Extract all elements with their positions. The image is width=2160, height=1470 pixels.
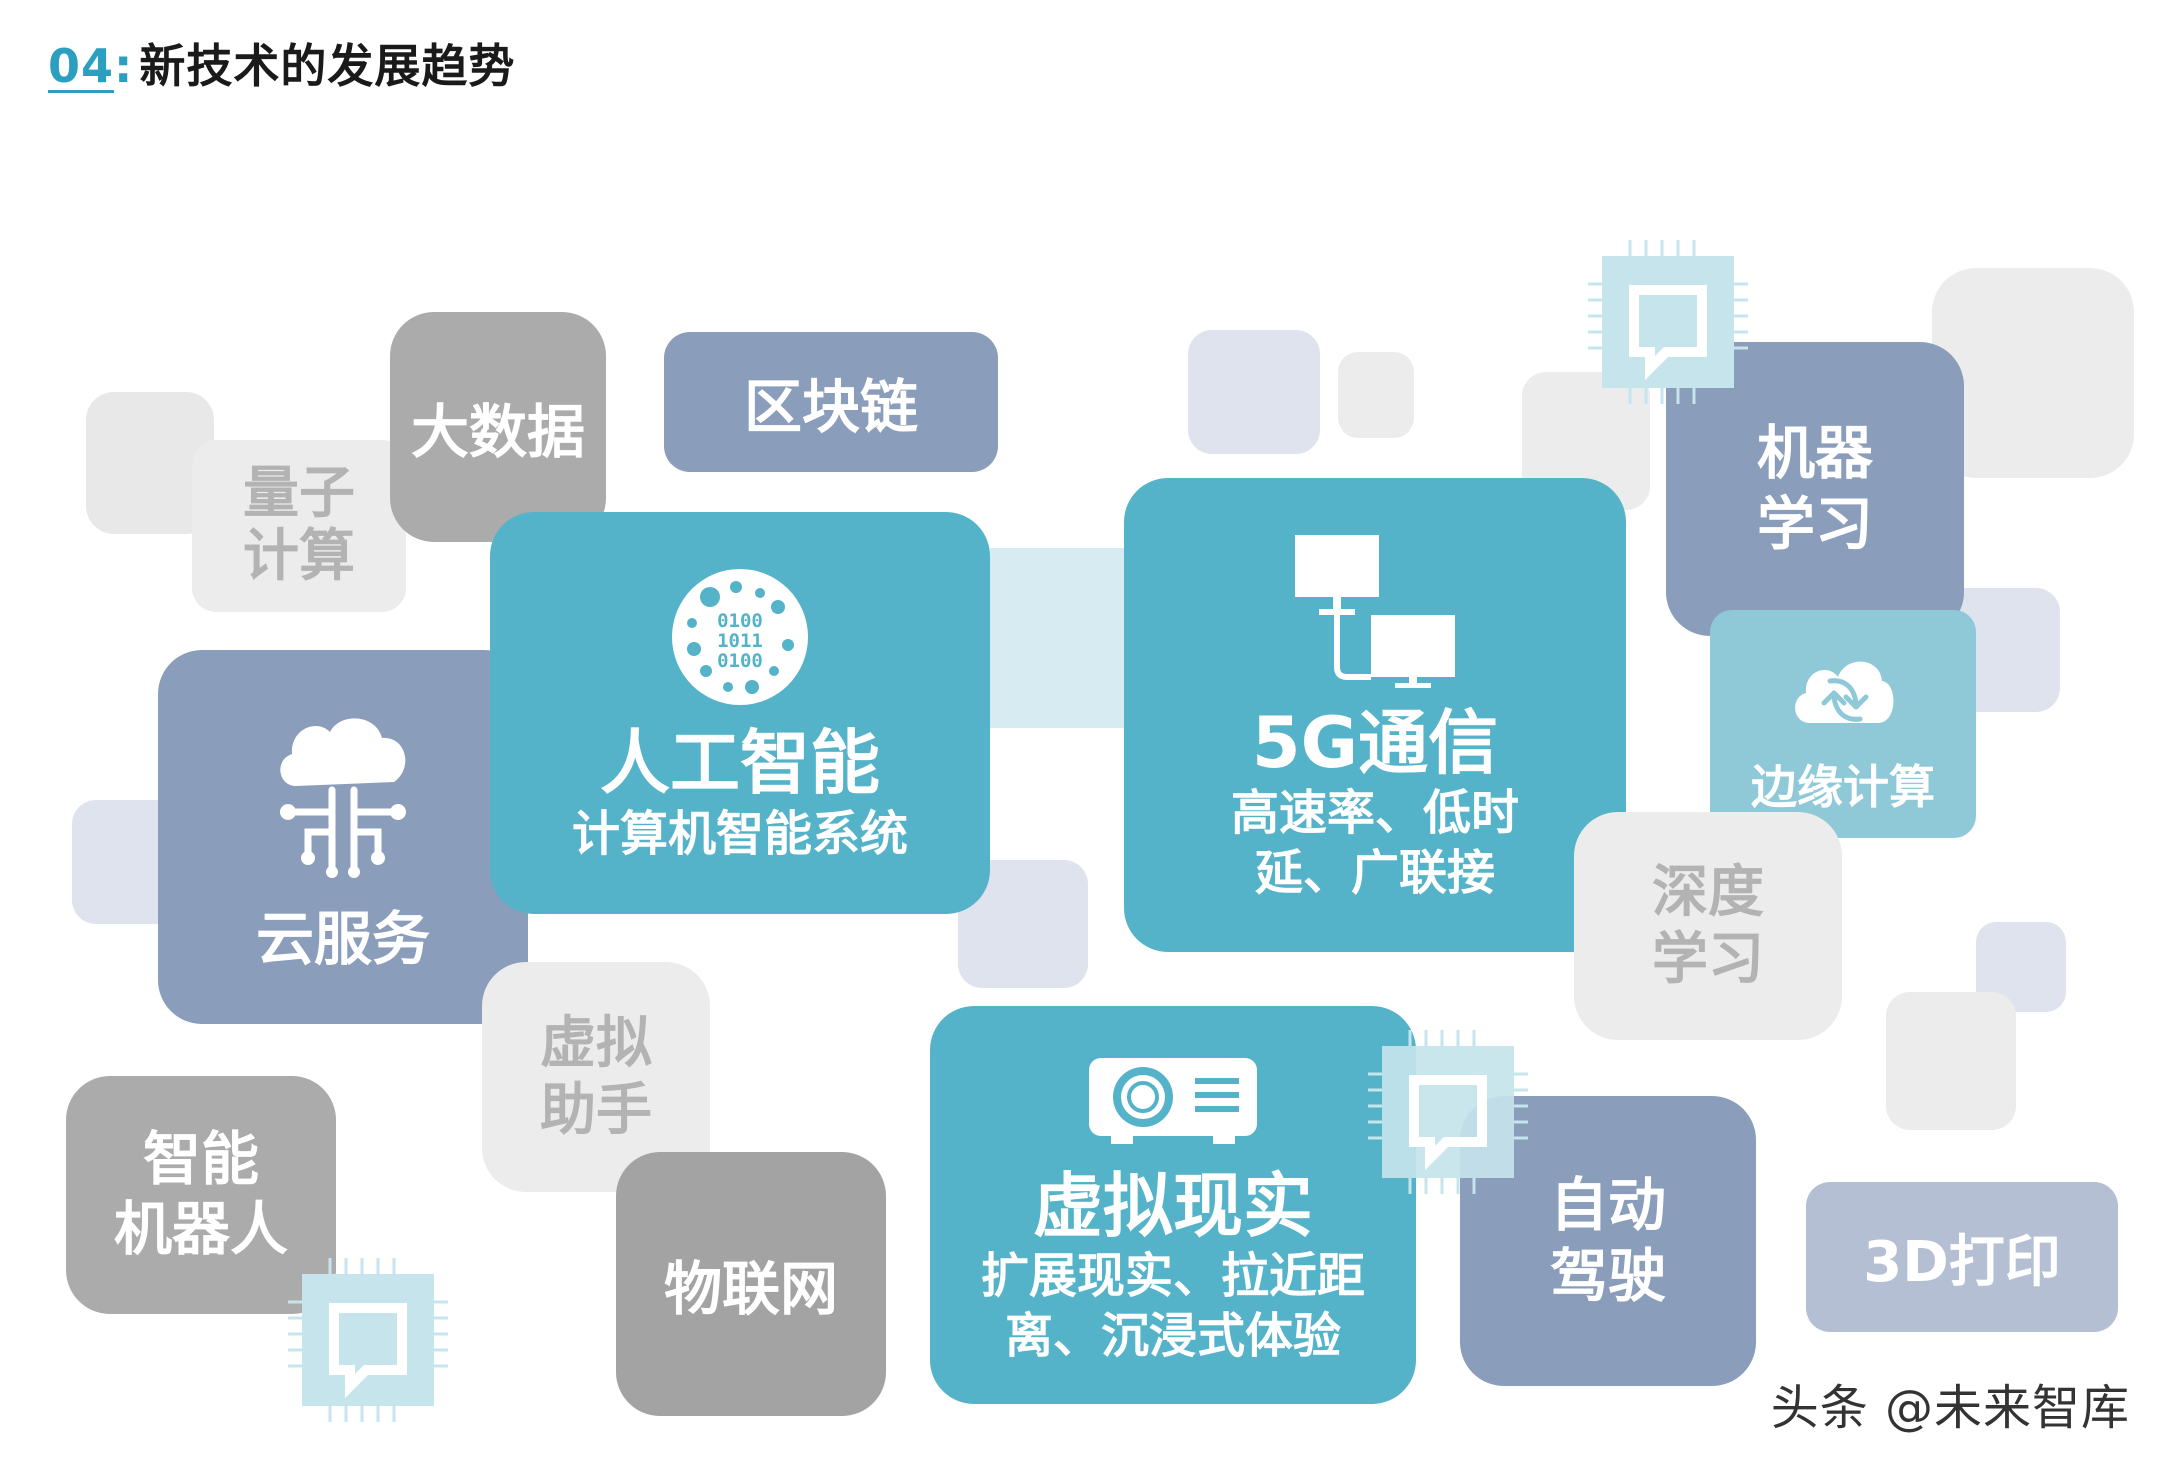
deep-learning-line2: 学习 <box>1652 927 1764 992</box>
cloud-service-label: 云服务 <box>255 905 430 973</box>
decor-tile <box>1886 992 2016 1130</box>
vr-subtitle-line1: 扩展现实、拉近距 <box>980 1248 1365 1305</box>
ai-title: 人工智能 <box>600 721 880 804</box>
binary-circle-icon: 0100 1011 0100 <box>672 568 808 705</box>
decor-tile <box>1338 352 1414 438</box>
ai-subtitle: 计算机智能系统 <box>571 806 908 863</box>
big-data-box: 大数据 <box>390 312 606 542</box>
section-colon: : <box>114 39 134 93</box>
svg-text:0100: 0100 <box>717 610 763 632</box>
cloud-sync-icon <box>1795 661 1894 723</box>
vr-title: 虚拟现实 <box>1033 1164 1313 1247</box>
machine-learning-box: 机器 学习 <box>1666 342 1964 636</box>
5g-box: 5G通信 高速率、低时 延、广联接 <box>1124 478 1626 952</box>
3d-printing-label: 3D打印 <box>1863 1229 2061 1295</box>
ml-label-line2: 学习 <box>1756 490 1873 558</box>
smart-robot-box: 智能 机器人 <box>66 1076 336 1314</box>
decor-tile <box>1932 268 2134 478</box>
cloud-service-box: 云服务 <box>158 650 528 1024</box>
vr-subtitle-line2: 离、沉浸式体验 <box>1004 1308 1341 1365</box>
ml-label-line1: 机器 <box>1756 419 1873 488</box>
quantum-computing-box: 量子 计算 <box>192 440 406 612</box>
iot-label: 物联网 <box>663 1255 838 1323</box>
decor-tile <box>1188 330 1320 454</box>
quantum-label-line1: 量子 <box>243 461 355 527</box>
projector-icon <box>1089 1057 1257 1144</box>
big-data-label: 大数据 <box>410 398 585 466</box>
3d-printing-box: 3D打印 <box>1806 1182 2118 1332</box>
chip-icon <box>1588 240 1748 404</box>
section-number: 04 <box>48 39 115 93</box>
5g-title: 5G通信 <box>1251 701 1499 784</box>
ai-box: 0100 1011 0100 人工智能 计算机智能系统 <box>490 512 990 914</box>
blockchain-box: 区块链 <box>664 332 998 472</box>
deep-learning-line1: 深度 <box>1652 859 1764 925</box>
svg-text:0100: 0100 <box>717 650 763 672</box>
vr-box: 虚拟现实 扩展现实、拉近距 离、沉浸式体验 <box>930 1006 1416 1404</box>
network-icon <box>1295 534 1455 688</box>
quantum-label-line2: 计算 <box>243 524 355 589</box>
assistant-line1: 虚拟 <box>540 1010 652 1076</box>
robot-line1: 智能 <box>142 1125 259 1194</box>
autodrive-line1: 自动 <box>1549 1171 1666 1240</box>
5g-subtitle-line1: 高速率、低时 <box>1230 785 1519 842</box>
blockchain-label: 区块链 <box>743 373 918 441</box>
chip-icon <box>1368 1030 1528 1194</box>
section-title: 新技术的发展趋势 <box>139 39 516 93</box>
autodrive-line2: 驾驶 <box>1549 1242 1666 1310</box>
svg-text:1011: 1011 <box>717 630 763 652</box>
page-title: 04:新技术的发展趋势 <box>48 30 515 96</box>
5g-subtitle-line2: 延、广联接 <box>1254 845 1495 902</box>
decor-tile <box>990 548 1130 728</box>
robot-line2: 机器人 <box>113 1195 288 1263</box>
watermark: 头条 @未来智库 <box>1770 1380 2130 1436</box>
cloud-network-icon <box>280 718 406 878</box>
edge-computing-box: 边缘计算 <box>1710 610 1976 838</box>
chip-icon <box>288 1258 448 1422</box>
deep-learning-box: 深度 学习 <box>1574 812 1842 1040</box>
assistant-line2: 助手 <box>540 1078 652 1143</box>
iot-box: 物联网 <box>616 1152 886 1416</box>
edge-computing-label: 边缘计算 <box>1751 760 1935 814</box>
